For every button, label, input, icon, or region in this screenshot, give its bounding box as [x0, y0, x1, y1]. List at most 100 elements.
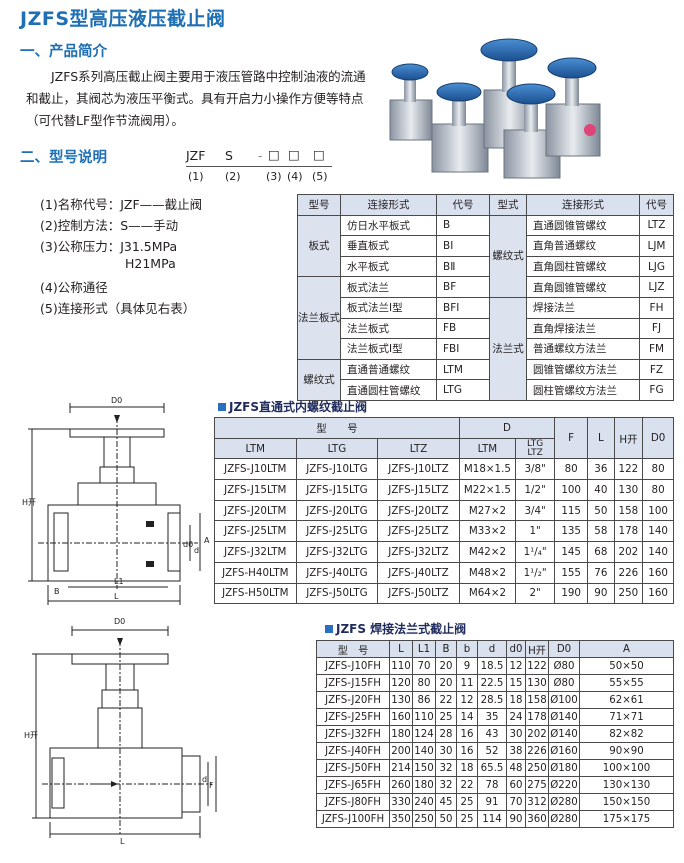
dim-F-2: F [209, 781, 214, 790]
table-cell: 202 [525, 725, 549, 743]
table-cell: M27×2 [458, 499, 517, 522]
table-cell: JZFS-J40LTZ [377, 561, 460, 584]
cell: 仿日水平板式 [340, 214, 437, 237]
table-cell: 158 [525, 691, 549, 709]
code-part-s: S [225, 148, 233, 163]
cell: LJG [639, 255, 674, 278]
table-cell: 55×55 [579, 674, 674, 692]
table-cell: JZFS-J20FH [316, 691, 390, 709]
header: A [579, 640, 674, 658]
table-row: 水平板式 BⅡ 直角圆柱管螺纹 LJG [298, 255, 674, 278]
table-cell: 190 [554, 582, 589, 605]
table-cell: 18 [506, 691, 526, 709]
bullet-square-icon [325, 625, 333, 633]
table-cell: 22 [456, 776, 478, 794]
table-cell: JZFS-J40LTG [295, 561, 379, 584]
table-cell: JZFS-H40LTM [214, 561, 297, 584]
table-cell: 100 [642, 499, 674, 522]
table-cell: 226 [613, 561, 644, 584]
table-cell: 250 [412, 810, 436, 828]
table-cell: 11 [456, 674, 478, 692]
header-code-2: 代号 [639, 194, 674, 216]
table-cell: 180 [412, 776, 436, 794]
cell: BFⅠ [436, 296, 490, 319]
cell: FG [639, 379, 674, 401]
cell: 普通螺纹方法兰 [526, 338, 640, 360]
table-cell: JZFS-J20LTM [214, 499, 297, 522]
group-thread: 螺纹式 [489, 214, 527, 298]
table-cell: 80 [554, 458, 589, 481]
table-cell: 80 [642, 479, 674, 501]
table-cell: 48 [506, 759, 526, 777]
straight-valve-drawing: D0 H开 B L1 L d0 d A [22, 396, 210, 605]
table-cell: 70 [506, 793, 526, 811]
table-cell: 214 [389, 759, 413, 777]
section-product-intro: 一、产品简介 [20, 44, 107, 60]
cell: LJM [639, 235, 674, 257]
table-cell: JZFS-J15FH [316, 674, 390, 692]
table-cell: M48×2 [458, 561, 517, 584]
valve-unit-1 [389, 63, 433, 141]
dim-H-2: H开 [24, 731, 38, 740]
table2-caption-text: JZFS直通式内螺纹截止阀 [229, 400, 368, 414]
subheader: LTM [458, 437, 517, 460]
dim-D0-2: D0 [114, 617, 125, 626]
page-title: JZFS型高压液压截止阀 [20, 8, 226, 30]
dim-B: B [54, 587, 60, 596]
table-cell: JZFS-J100FH [316, 810, 390, 828]
table-cell: 312 [525, 793, 549, 811]
code-num-2: (2) [225, 170, 241, 183]
subheader: LTG [295, 437, 379, 460]
table-cell: 135 [554, 520, 589, 543]
table-cell: 200 [389, 742, 413, 760]
table-cell: 180 [389, 725, 413, 743]
table-row: 垂直板式 BⅠ 直角普通螺纹 LJM [298, 235, 674, 257]
flange-valve-drawing: D0 H开 d F L [24, 617, 217, 846]
header: B [435, 640, 457, 658]
table-row: 直通圆柱管螺纹 LTG 圆柱管螺纹方法兰 FG [298, 379, 674, 401]
table-cell: 80 [642, 458, 674, 481]
table-cell: 18.5 [477, 657, 507, 675]
table-cell: 110 [389, 657, 413, 675]
table3-caption-text: JZFS 焊接法兰式截止阀 [336, 622, 467, 636]
product-intro-text: JZFS系列高压截止阀主要用于液压管路中控制油液的流通和截止，其阀芯为液压平衡式… [26, 69, 366, 128]
table-cell: 70 [412, 657, 436, 675]
connection-form-table: 型号 连接形式 代号 型式 连接形式 代号 板式 仿日水平板式 B 螺纹式 直通… [297, 194, 674, 401]
table-cell: 65.5 [477, 759, 507, 777]
cell: 直角焊接法兰 [526, 317, 640, 340]
table-cell: 20 [435, 657, 457, 675]
table-cell: 1" [514, 520, 556, 543]
table-cell: 100 [554, 479, 589, 501]
table-cell: 110 [412, 708, 436, 726]
code-part-box-3: □ [268, 147, 280, 162]
table-cell: 130 [389, 691, 413, 709]
table-cell: JZFS-J32LTG [295, 541, 379, 563]
table-cell: 160 [642, 582, 674, 605]
table-cell: 100×100 [579, 759, 674, 777]
cell: FJ [639, 317, 674, 340]
table-cell: 130 [525, 674, 549, 692]
table-cell: 76 [587, 561, 615, 584]
table-cell: 130×130 [579, 776, 674, 794]
table-cell: 9 [456, 657, 478, 675]
dim-L1: L1 [114, 577, 124, 586]
code-num-4: (4) [287, 170, 303, 183]
code-part-dash: - [258, 148, 263, 163]
header-F: F [554, 416, 589, 460]
table-cell: Ø280 [548, 810, 580, 828]
straight-valve-table: 型 号 D F L H开 D0 LTM LTG LTZ LTM LTG LTZ … [214, 416, 674, 605]
table-cell: Ø160 [548, 742, 580, 760]
table-cell: 15 [506, 674, 526, 692]
table-cell: 3/4" [514, 499, 556, 522]
table-cell: 82×82 [579, 725, 674, 743]
table-cell: 178 [613, 520, 644, 543]
table-cell: 202 [613, 541, 644, 563]
table-cell: JZFS-J32FH [316, 725, 390, 743]
cell: FM [639, 338, 674, 360]
